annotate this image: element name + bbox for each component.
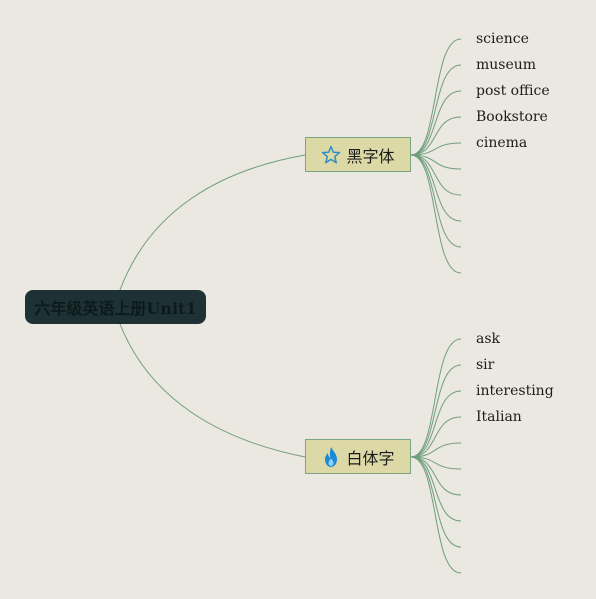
leaf-node[interactable]: science (476, 31, 529, 47)
branch-node-white-font[interactable]: 白体字 (305, 439, 411, 474)
root-to-top-branch-line (119, 154, 306, 291)
leaf-connector-line (410, 38, 462, 156)
leaf-node[interactable]: cinema (476, 135, 528, 151)
leaf-node[interactable]: Bookstore (476, 109, 548, 125)
branch-node-label: 白体字 (346, 448, 395, 468)
leaf-connector-line (410, 456, 462, 470)
leaf-connector-line (410, 456, 462, 574)
branch-node-black-font[interactable]: 黑字体 (305, 137, 411, 172)
leaf-connector-line (410, 442, 462, 458)
leaf-node[interactable]: post office (476, 83, 550, 99)
leaf-connector-line (410, 456, 462, 522)
leaf-connector-line (410, 154, 462, 170)
root-to-bottom-branch-line (119, 323, 306, 458)
leaf-connector-line (410, 456, 462, 548)
leaf-node[interactable]: Italian (476, 409, 522, 425)
leaf-connector-line (410, 416, 462, 458)
leaf-connector-line (410, 154, 462, 274)
leaf-connector-line (410, 390, 462, 458)
leaf-node[interactable]: museum (476, 57, 537, 73)
leaf-connector-line (410, 116, 462, 156)
flame-icon (321, 446, 341, 467)
leaf-connector-line (410, 456, 462, 496)
branch-node-label: 黑字体 (346, 146, 395, 166)
leaf-connector-line (410, 154, 462, 196)
leaf-connector-line (410, 142, 462, 156)
root-node[interactable]: 六年级英语上册Unit1 (25, 290, 206, 324)
leaf-connector-line (410, 338, 462, 458)
leaf-node[interactable]: interesting (476, 383, 554, 399)
star-icon (321, 145, 341, 165)
leaf-connector-line (410, 154, 462, 222)
leaf-connector-line (410, 64, 462, 156)
root-node-label: 六年级英语上册Unit1 (34, 299, 197, 318)
leaf-node[interactable]: ask (476, 331, 501, 347)
leaf-connector-line (410, 90, 462, 156)
leaf-node[interactable]: sir (476, 357, 495, 373)
leaf-connector-line (410, 364, 462, 458)
